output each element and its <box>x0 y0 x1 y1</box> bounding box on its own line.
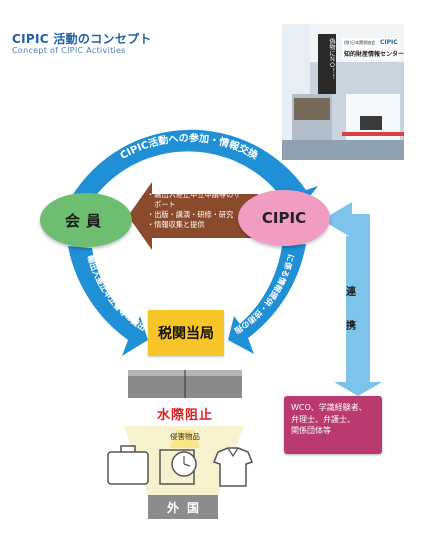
office-photo: 偽物にＮＯ！！ (財)日本関税協会 CIPIC 知的財産情報センター <box>282 24 404 160</box>
infringing-goods-label: 侵害物品 <box>170 432 200 441</box>
photo-sign-logo: CIPIC <box>380 39 398 46</box>
photo-poster-text: 偽物にＮＯ！！ <box>328 38 335 80</box>
border-block-label: 水際阻止 <box>156 408 213 423</box>
service-item: ・出版・講演・研修・研究 <box>147 210 234 219</box>
left-arc-arrow <box>68 246 148 356</box>
partners-line: 関係団体等 <box>291 426 331 435</box>
page-title: CIPIC 活動のコンセプト <box>12 32 152 46</box>
photo-sign-small: (財)日本関税協会 <box>344 40 376 45</box>
photo-sign-text: 知的財産情報センター <box>344 51 404 58</box>
service-item: ・情報収集と提供 <box>147 220 205 229</box>
partners-box: WCO、学識経験者、 弁理士、弁護士、 関係団体等 <box>284 396 382 454</box>
border-gate <box>128 370 242 398</box>
services-arrow <box>128 182 258 250</box>
customs-authority-box: 税関当局 <box>148 310 224 356</box>
page-subtitle: Concept of CIPIC Activities <box>12 46 126 55</box>
service-item: ・輸出入差止申立申請等のサポート <box>147 190 241 209</box>
bag-icon <box>107 445 149 485</box>
partners-line: 弁理士、弁護士、 <box>291 414 355 424</box>
cipic-node: CIPIC <box>238 190 330 246</box>
partners-line: WCO、学識経験者、 <box>291 403 367 412</box>
watch-icon <box>159 449 197 485</box>
top-arc-arrow <box>72 129 318 214</box>
foreign-country-box: 外国 <box>148 495 218 519</box>
member-node: 会員 <box>40 193 132 247</box>
services-list: ・輸出入差止申立申請等のサポート ・出版・講演・研修・研究 ・情報収集と提供 <box>147 190 247 230</box>
poster-image <box>318 34 336 94</box>
collaboration-label: 連携 <box>346 287 356 332</box>
collaboration-arrow <box>322 202 382 396</box>
shirt-icon <box>213 447 253 487</box>
right-arc-arrow <box>228 244 306 354</box>
